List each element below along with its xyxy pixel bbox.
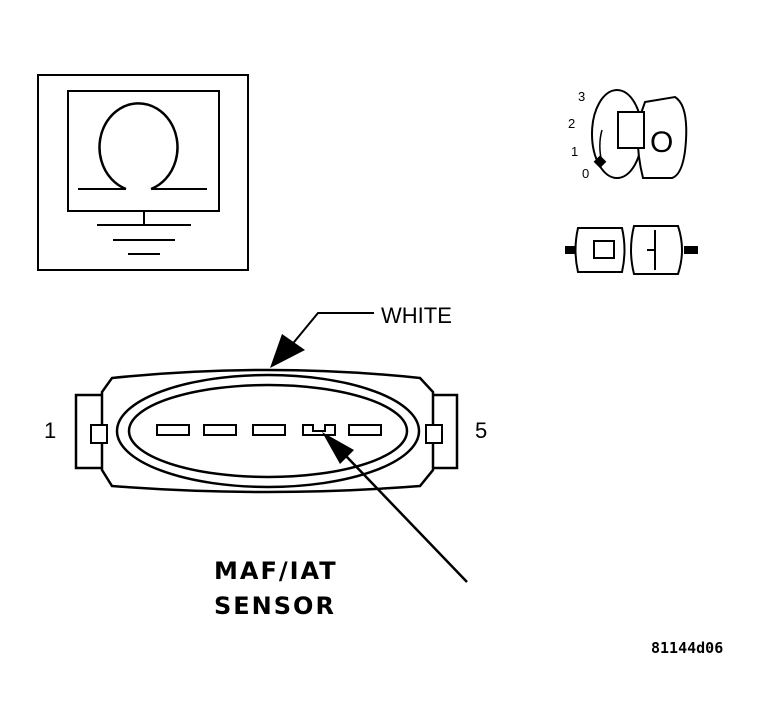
connector-wire-left: [565, 246, 578, 254]
disconnected-connector-icon: [565, 225, 698, 275]
pin-number-right: 5: [475, 418, 487, 443]
connector-half-female: [630, 225, 683, 275]
terminal-1: [156, 424, 190, 436]
terminal-2: [203, 424, 237, 436]
terminal-3: [252, 424, 286, 436]
component-label-line1: MAF/IAT: [214, 557, 338, 585]
ohmmeter-icon: [37, 74, 249, 271]
meter-display: [67, 90, 220, 212]
ignition-pos-0: 0: [582, 166, 589, 181]
arrowhead: [270, 334, 305, 368]
ignition-pos-2: 2: [568, 116, 575, 131]
latch-right: [433, 393, 459, 470]
meter-frame: [37, 74, 249, 271]
ignition-pos-3: 3: [578, 89, 585, 104]
ignition-pos-1: 1: [571, 144, 578, 159]
wire-leader-arrow: [270, 312, 374, 368]
latch-window-right: [425, 424, 443, 444]
sensor-connector: [74, 368, 459, 494]
wire-color-label: WHITE: [381, 303, 452, 328]
terminal-5: [348, 424, 382, 436]
terminal-4: [302, 424, 336, 436]
figure-id: 81144d06: [651, 639, 723, 657]
pin-number-left: 1: [44, 418, 56, 443]
ohm-symbol-icon: [78, 102, 207, 191]
ground-icon: [97, 211, 191, 255]
ignition-key-icon: 3 2 1 0 O: [568, 89, 688, 181]
latch-left: [74, 393, 102, 470]
connector-male-pin: [593, 240, 615, 259]
latch-window-left: [90, 424, 108, 444]
ignition-key-blade: [617, 111, 645, 149]
ignition-key-label: O: [650, 126, 673, 159]
terminal-pointer-arrow: [322, 432, 468, 583]
connector-wire-right: [684, 246, 698, 254]
component-label-line2: SENSOR: [214, 592, 336, 620]
arrowhead: [322, 432, 354, 464]
